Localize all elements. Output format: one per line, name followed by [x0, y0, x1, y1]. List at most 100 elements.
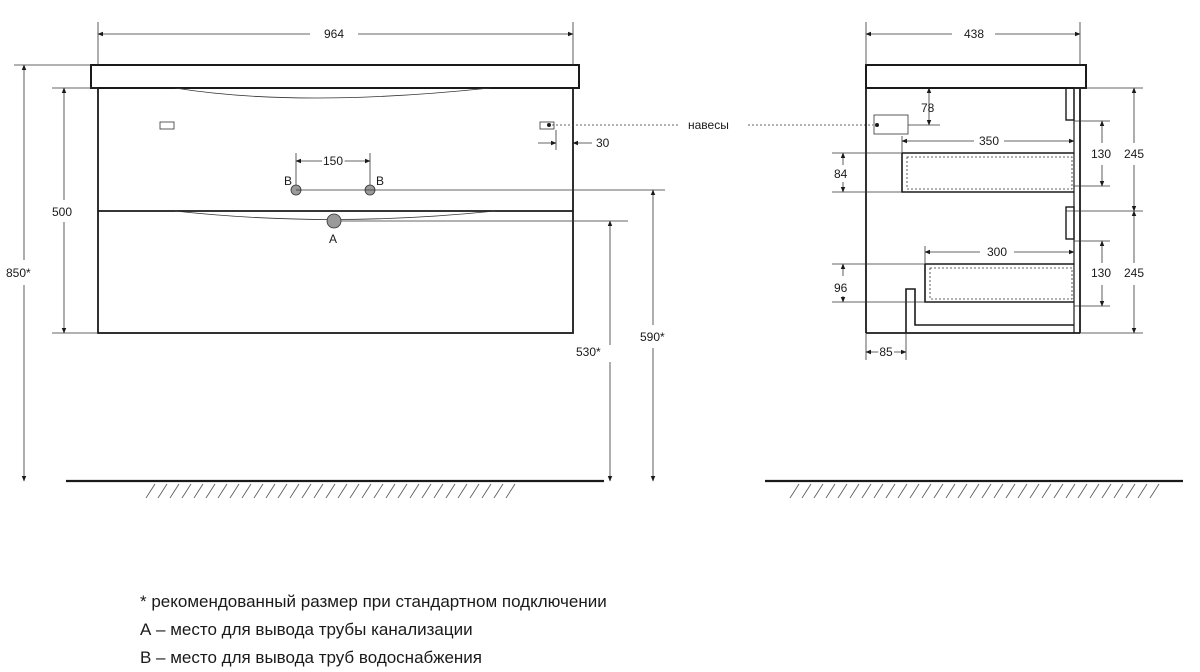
notes: * рекомендованный размер при стандартном…	[140, 588, 607, 672]
dim-front-width: 964	[324, 27, 344, 41]
floor-hatch-stroke	[253, 483, 264, 499]
front-hinge-right	[539, 121, 555, 130]
floor-hatch-stroke	[385, 483, 396, 499]
floor-hatch-stroke	[421, 483, 432, 499]
floor-hatch-stroke	[1101, 483, 1112, 499]
floor-hatch-stroke	[493, 483, 504, 499]
floor-hatch-stroke	[789, 483, 800, 499]
dim-plinth-offset: 85	[879, 345, 893, 359]
dim-total-height: 850*	[6, 266, 31, 280]
floor-hatch-stroke	[349, 483, 360, 499]
floor-hatch-stroke	[1065, 483, 1076, 499]
floor-hatch-stroke	[957, 483, 968, 499]
dim-drawer-bottom-height: 96	[834, 281, 848, 295]
label-a: A	[329, 232, 337, 246]
floor-hatch-stroke	[505, 483, 516, 499]
floor-hatch-stroke	[1017, 483, 1028, 499]
floor-hatch-stroke	[265, 483, 276, 499]
floor-hatch-stroke	[813, 483, 824, 499]
side-handle-upper	[1065, 87, 1075, 121]
floor-hatch-stroke	[301, 483, 312, 499]
front-countertop	[90, 64, 580, 89]
floor-hatch-stroke	[457, 483, 468, 499]
dim-hinge-height: 78	[921, 101, 935, 115]
floor-hatch-stroke	[801, 483, 812, 499]
floor-hatch-stroke	[145, 483, 156, 499]
floor-hatch-stroke	[981, 483, 992, 499]
dim-side-depth: 438	[964, 27, 984, 41]
side-drawer-upper	[901, 152, 1074, 193]
floor-hatch-stroke	[373, 483, 384, 499]
floor-hatch-stroke	[897, 483, 908, 499]
floor-hatch-stroke	[837, 483, 848, 499]
floor-hatch-stroke	[1113, 483, 1124, 499]
floor-hatch-stroke	[181, 483, 192, 499]
floor-hatch-stroke	[289, 483, 300, 499]
floor-hatch-stroke	[909, 483, 920, 499]
front-floor-hatch	[145, 483, 516, 499]
floor-hatch-stroke	[241, 483, 252, 499]
dim-drawer-top-height: 84	[834, 167, 848, 181]
floor-hatch-stroke	[205, 483, 216, 499]
note-drain: А – место для вывода трубы канализации	[140, 620, 473, 639]
dim-drawer-bottom-depth: 300	[987, 245, 1007, 259]
front-basin-curve-top	[174, 87, 491, 99]
side-floor-hatch	[789, 483, 1160, 499]
floor-hatch-stroke	[873, 483, 884, 499]
floor-hatch-stroke	[1137, 483, 1148, 499]
note-supply: В – место для вывода труб водоснабжения	[140, 648, 482, 667]
floor-hatch-stroke	[1041, 483, 1052, 499]
floor-hatch-stroke	[1029, 483, 1040, 499]
dim-hinge-offset: 30	[596, 136, 610, 150]
side-plinth	[905, 288, 1074, 333]
floor-hatch-stroke	[1125, 483, 1136, 499]
dim-drawer-upper-front: 245	[1124, 147, 1144, 161]
front-hinge-right-dot	[547, 123, 551, 127]
floor-hatch-stroke	[469, 483, 480, 499]
floor-hatch-stroke	[921, 483, 932, 499]
floor-hatch-stroke	[1089, 483, 1100, 499]
note-recommended: * рекомендованный размер при стандартном…	[140, 592, 607, 611]
dim-drawer-upper-inner: 130	[1091, 147, 1111, 161]
side-drawer-lower	[924, 263, 1074, 303]
hinges-label: навесы	[688, 118, 729, 132]
side-hinge-dot	[875, 123, 879, 127]
front-hinge-left	[159, 121, 175, 130]
dim-drawer-lower-front: 245	[1124, 266, 1144, 280]
floor-hatch-stroke	[433, 483, 444, 499]
floor-hatch-stroke	[945, 483, 956, 499]
floor-hatch-stroke	[397, 483, 408, 499]
side-countertop	[865, 64, 1087, 89]
floor-hatch-stroke	[277, 483, 288, 499]
floor-hatch-stroke	[361, 483, 372, 499]
dim-pipe-spacing: 150	[323, 154, 343, 168]
floor-hatch-stroke	[825, 483, 836, 499]
side-handle-lower	[1065, 206, 1075, 240]
floor-hatch-stroke	[229, 483, 240, 499]
dim-supply-height: 590*	[640, 330, 665, 344]
label-b-right: B	[376, 174, 384, 188]
floor-hatch-stroke	[409, 483, 420, 499]
floor-hatch-stroke	[169, 483, 180, 499]
side-hinge	[873, 114, 909, 135]
dim-body-height: 500	[52, 205, 72, 219]
floor-hatch-stroke	[337, 483, 348, 499]
floor-hatch-stroke	[445, 483, 456, 499]
dim-drain-height: 530*	[576, 345, 601, 359]
floor-hatch-stroke	[193, 483, 204, 499]
floor-hatch-stroke	[313, 483, 324, 499]
front-view: 964 850* 500 150 B B A 590* 530*	[6, 22, 665, 499]
floor-hatch-stroke	[1077, 483, 1088, 499]
floor-hatch-stroke	[1005, 483, 1016, 499]
floor-hatch-stroke	[933, 483, 944, 499]
front-drain	[326, 213, 342, 229]
floor-hatch-stroke	[861, 483, 872, 499]
floor-hatch-stroke	[481, 483, 492, 499]
floor-hatch-stroke	[217, 483, 228, 499]
floor-hatch-stroke	[157, 483, 168, 499]
dim-drawer-lower-inner: 130	[1091, 266, 1111, 280]
floor-hatch-stroke	[969, 483, 980, 499]
side-view: 438 78 350 84 300 96 85	[765, 22, 1183, 499]
floor-hatch-stroke	[885, 483, 896, 499]
